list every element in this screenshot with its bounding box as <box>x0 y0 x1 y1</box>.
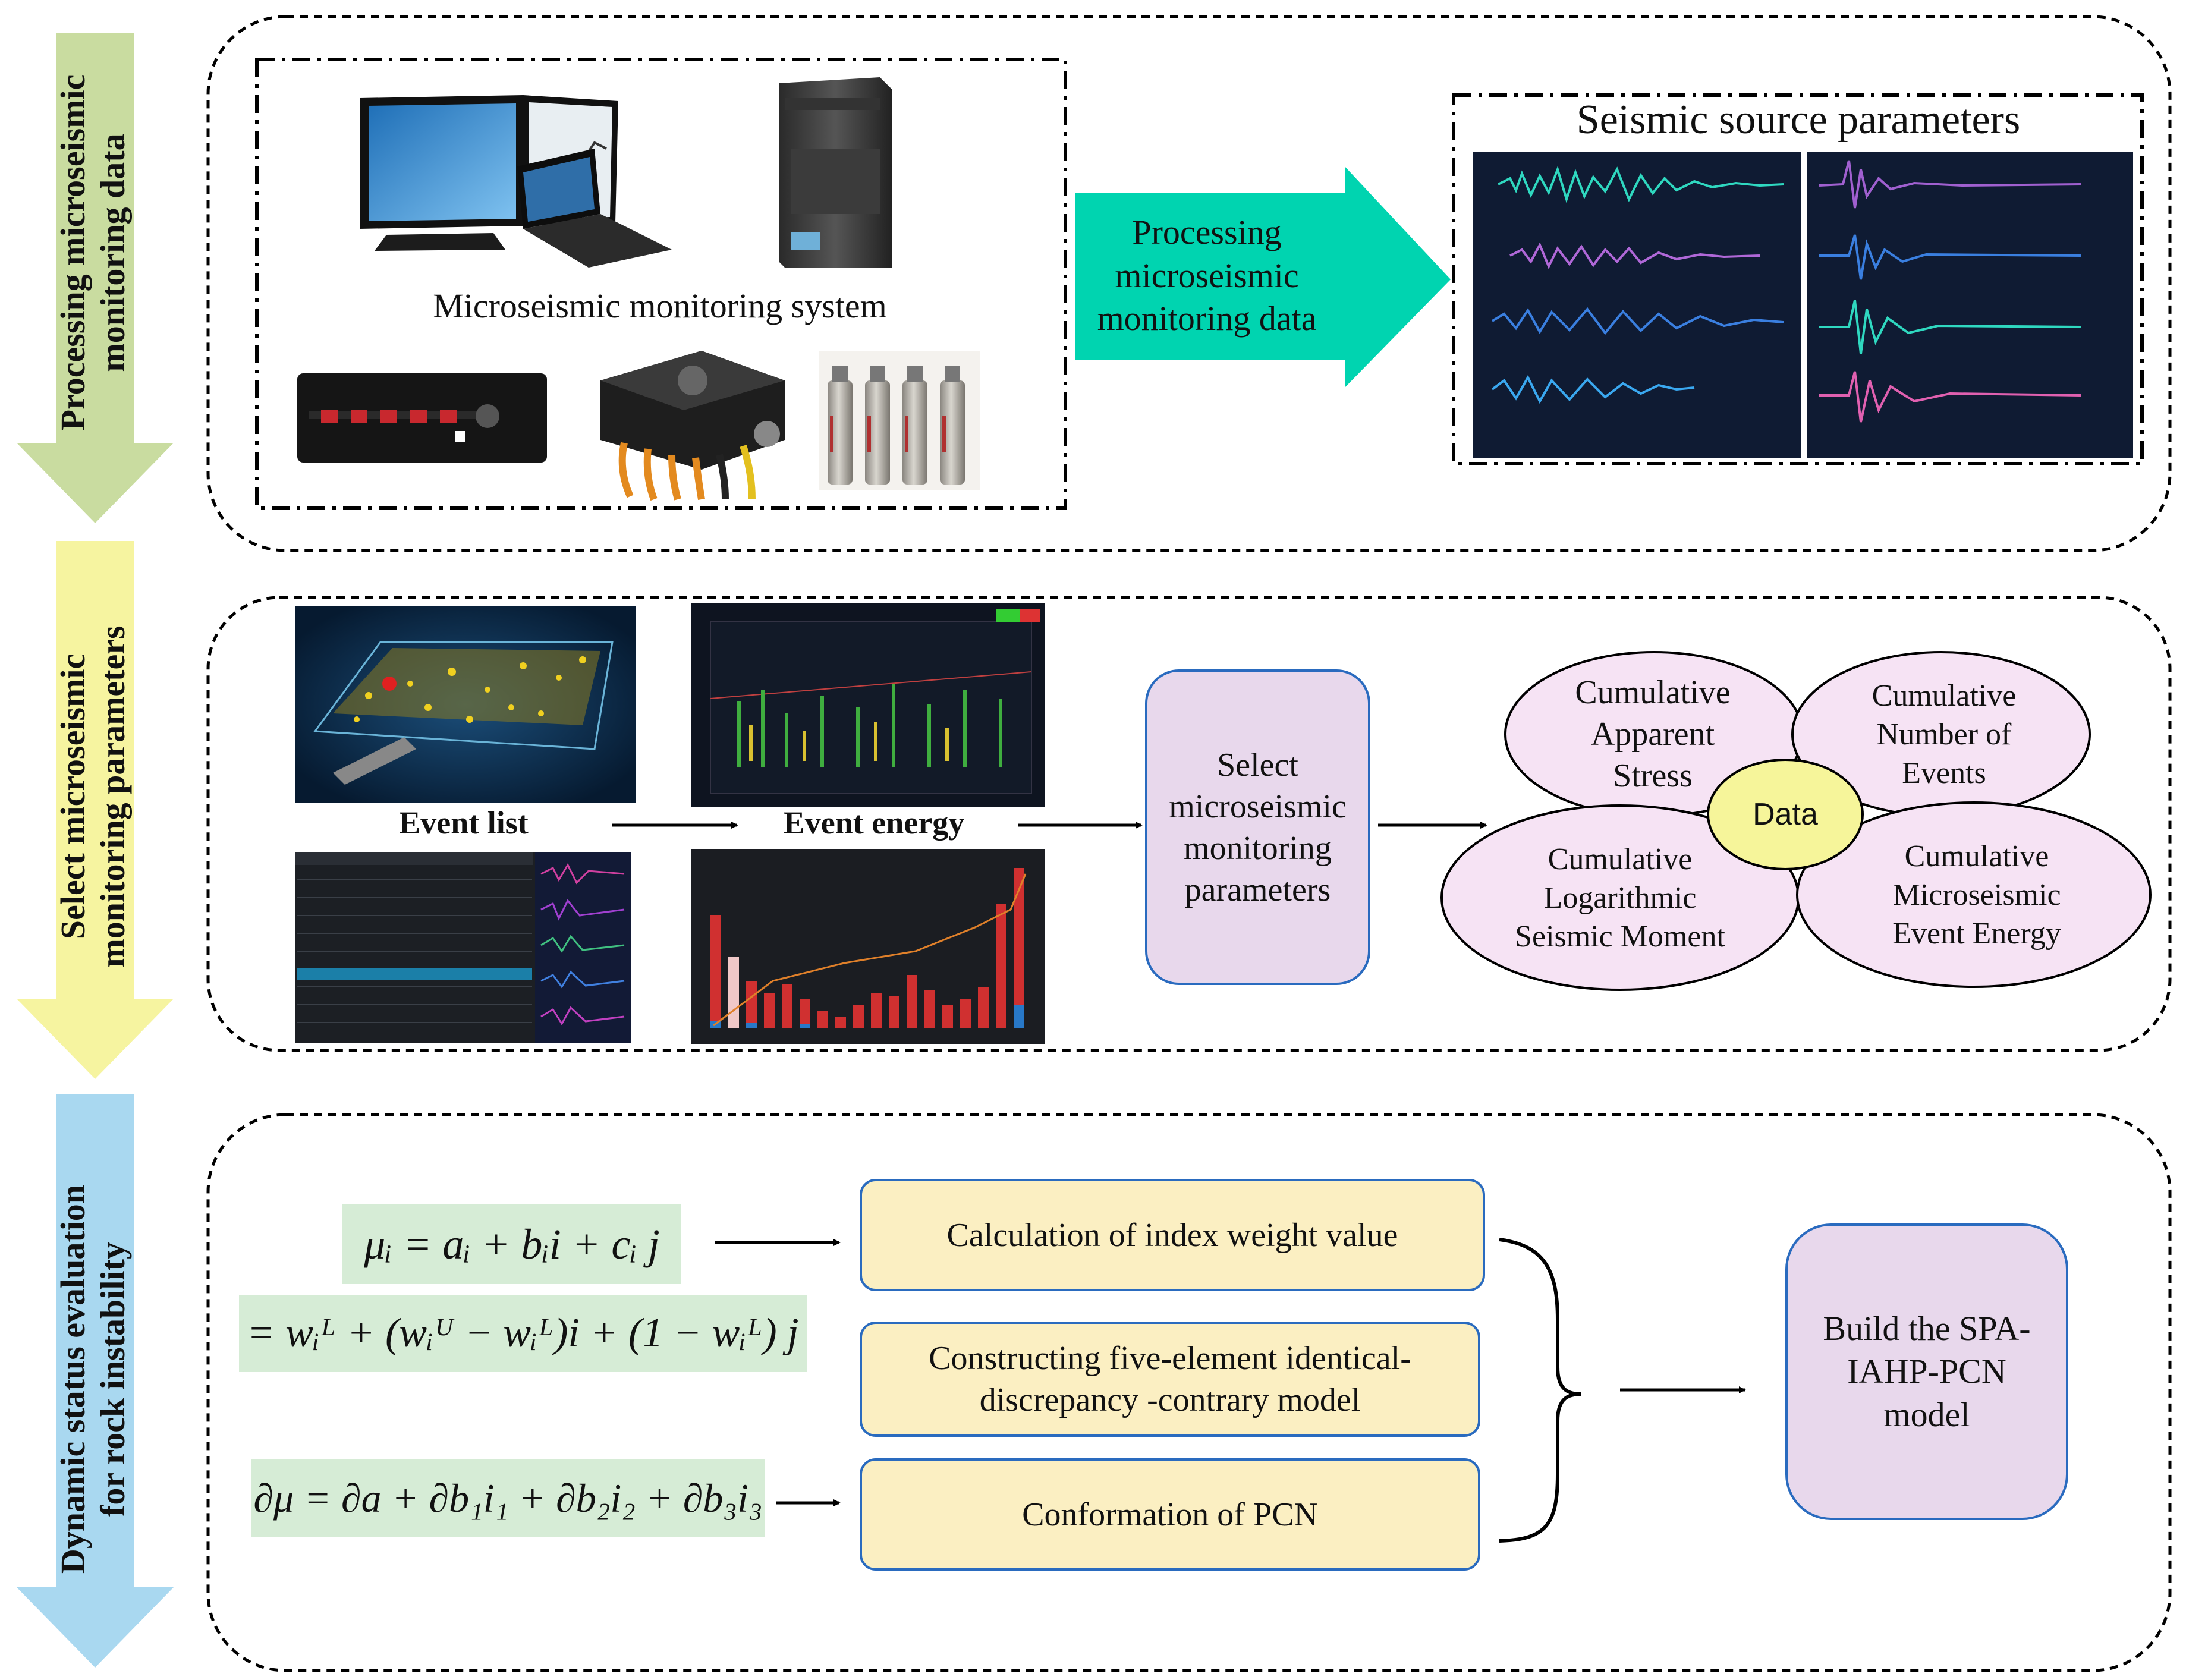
petal-seismic-moment: Cumulative Logarithmic Seismic Moment <box>1474 823 1766 972</box>
petal-tl-1: Cumulative <box>1575 674 1731 711</box>
petal-bl-3: Seismic Moment <box>1515 919 1725 954</box>
box-pcn-text: Conformation of PCN <box>1022 1496 1318 1533</box>
seismic-source-frame <box>1452 93 2144 465</box>
final-line1: Build the SPA- <box>1823 1308 2031 1348</box>
monitors-icon <box>360 95 672 268</box>
event-energy-label: Event energy <box>783 805 965 841</box>
eq2-bg <box>239 1295 807 1372</box>
energy-bar-chart-image <box>691 849 1045 1044</box>
processing-arrow-label: Processing microseismic monitoring data <box>1076 211 1338 341</box>
stage3-line2: for rock instability <box>93 1242 132 1517</box>
box-model <box>860 1322 1480 1437</box>
petal-event-energy: Cumulative Microseismic Event Energy <box>1837 820 2116 969</box>
final-model-box <box>1785 1223 2068 1520</box>
processing-arrow-line3: monitoring data <box>1097 299 1317 338</box>
waveform-panel-right <box>1807 152 2133 458</box>
processing-arrow <box>1075 166 1451 388</box>
petal-tl-3: Stress <box>1613 757 1693 794</box>
stage-arrow-1 <box>17 33 174 523</box>
petal-tr-2: Number of <box>1876 717 2012 751</box>
petal-tl-2: Apparent <box>1590 716 1715 753</box>
petal-br-3: Event Energy <box>1892 916 2061 951</box>
grouping-brace <box>1499 1238 1582 1543</box>
event-list-label: Event list <box>399 805 529 841</box>
box-weight-text: Calculation of index weight value <box>946 1216 1398 1254</box>
event-dots <box>354 656 586 723</box>
petal-br-2: Microseismic <box>1892 877 2061 912</box>
petal-tr-3: Events <box>1902 756 1986 790</box>
geophone-sensors-icon <box>819 351 980 490</box>
petal-bl-2: Logarithmic <box>1543 880 1697 915</box>
eq3-bg <box>251 1459 765 1537</box>
waveform-panel-left <box>1473 152 1801 458</box>
petal-number-of-events: Cumulative Number of Events <box>1816 660 2072 808</box>
box-model-text: Constructing five-element identical- dis… <box>861 1323 1479 1436</box>
select-line4: parameters <box>1184 871 1331 908</box>
final-model-text: Build the SPA- IAHP-PCN model <box>1786 1225 2067 1519</box>
select-line1: Select <box>1217 746 1298 784</box>
stage-arrow-2 <box>17 541 174 1079</box>
section3-frame <box>206 1113 2172 1672</box>
processing-arrow-line1: Processing <box>1132 213 1282 251</box>
acquisition-unit-icon <box>297 373 547 463</box>
box-model-line2: discrepancy -contrary model <box>979 1382 1361 1418</box>
box-model-line1: Constructing five-element identical- <box>929 1340 1411 1377</box>
section2-frame <box>206 596 2172 1052</box>
select-line3: monitoring <box>1184 829 1332 867</box>
stage2-line1: Select microseismic <box>54 653 92 940</box>
system-label: Microseismic monitoring system <box>433 287 887 325</box>
data-logger-icon <box>600 351 785 501</box>
waveform-traces <box>1491 160 2081 423</box>
select-parameters-box <box>1145 669 1370 985</box>
section1-frame <box>206 15 2172 552</box>
data-center-label: Data <box>1753 797 1818 832</box>
final-line3: model <box>1883 1395 1970 1434</box>
stage2-line2: monitoring parameters <box>93 625 132 968</box>
eq1-bg <box>342 1204 681 1284</box>
final-line2: IAHP-PCN <box>1847 1352 2006 1391</box>
select-line2: microseismic <box>1169 788 1347 825</box>
petal-br-1: Cumulative <box>1904 839 2049 873</box>
stage1-line1: Processing microseismic <box>54 74 92 431</box>
server-icon <box>779 77 892 268</box>
stage-label-1: Processing microseismic monitoring data <box>54 51 137 455</box>
stage1-line2: monitoring data <box>93 133 132 372</box>
equation-3: ∂μ = ∂a + ∂b₁i₁ + ∂b₂i₂ + ∂b₃i₃ <box>253 1475 763 1521</box>
box-weight <box>860 1179 1485 1291</box>
seismic-source-title: Seismic source parameters <box>1576 97 2021 143</box>
hardware-frame <box>255 58 1067 510</box>
box-pcn <box>860 1458 1480 1571</box>
select-box-text: Select microseismic monitoring parameter… <box>1146 671 1369 984</box>
petal-bl-1: Cumulative <box>1548 842 1693 876</box>
stage-label-2: Select microseismic monitoring parameter… <box>54 594 137 999</box>
stage-arrow-3 <box>17 1094 174 1668</box>
equation-2: = wᵢᴸ + (wᵢᵁ − wᵢᴸ)i + (1 − wᵢᴸ) j <box>247 1310 799 1357</box>
petal-apparent-stress: Cumulative Apparent Stress <box>1522 660 1784 808</box>
petal-tr-1: Cumulative <box>1872 678 2017 713</box>
stage-label-3: Dynamic status evaluation for rock insta… <box>54 1153 137 1605</box>
processing-arrow-line2: microseismic <box>1115 256 1299 295</box>
stage3-line1: Dynamic status evaluation <box>54 1184 92 1574</box>
equation-1: μᵢ = aᵢ + bᵢi + cᵢ j <box>364 1220 660 1268</box>
parameter-petals <box>1440 651 2152 991</box>
energy-scatter-points <box>737 684 1002 767</box>
